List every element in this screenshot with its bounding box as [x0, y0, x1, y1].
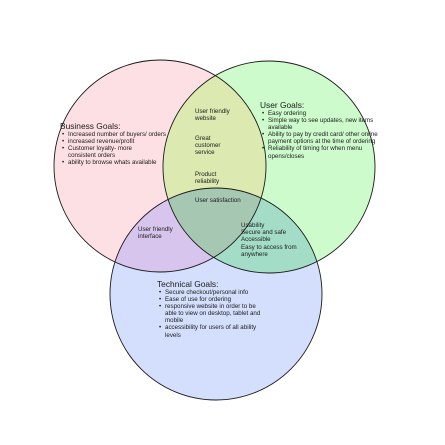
list-item: ability to browse whats available [60, 159, 162, 166]
overlap-label-usability-group: Usability Secure and safe Accessible Eas… [241, 222, 311, 258]
list-item: increased revenue/profit [60, 138, 178, 145]
list-item: Simple way to see updates, new items ava… [260, 117, 378, 131]
list-item: Ease of use for ordering [157, 296, 275, 303]
overlap-label-customer-service: Great customer service [195, 135, 221, 157]
overlap-label-accessible: Accessible [241, 236, 271, 244]
overlap-label-interface: User friendly interface [138, 226, 173, 241]
list-item: Customer loyalty- more consistent orders [60, 145, 158, 159]
list-item: responsive website in order to be able t… [157, 303, 269, 324]
list-item: Ability to pay by credit card/ other onl… [260, 131, 378, 145]
business-goals-title: Business Goals: [60, 121, 121, 131]
overlap-label-usability: Usability [241, 222, 265, 229]
user-goals-block: User Goals: Easy ordering Simple way to … [260, 100, 380, 160]
user-technical-overlap [163, 188, 322, 273]
business-technical-overlap [110, 188, 266, 272]
business-goals-block: Business Goals: Increased number of buye… [60, 121, 178, 167]
technical-goals-list: Secure checkout/personal info Ease of us… [157, 289, 275, 339]
overlap-label-reliability: Product reliability [195, 171, 220, 186]
list-item: Increased number of buyers/ orders [60, 131, 172, 138]
overlap-label-website: User friendly website [195, 108, 230, 123]
list-item: Secure checkout/personal info [157, 289, 271, 296]
business-goals-list: Increased number of buyers/ orders incre… [60, 131, 178, 167]
user-goals-list: Easy ordering Simple way to see updates,… [260, 110, 380, 160]
technical-goals-title: Technical Goals: [157, 279, 219, 289]
list-item: accessibility for users of all ability l… [157, 324, 269, 338]
overlap-label-secure: Secure and safe [241, 229, 287, 237]
list-item: Easy ordering [260, 110, 380, 117]
list-item: Reliability of timing for when menu open… [260, 145, 378, 159]
technical-goals-block: Technical Goals: Secure checkout/persona… [157, 279, 275, 339]
overlap-label-access-anywhere: Easy to access from anywhere [241, 243, 297, 258]
center-label-satisfaction: User satisfaction [195, 197, 241, 204]
user-goals-title: User Goals: [260, 100, 305, 110]
